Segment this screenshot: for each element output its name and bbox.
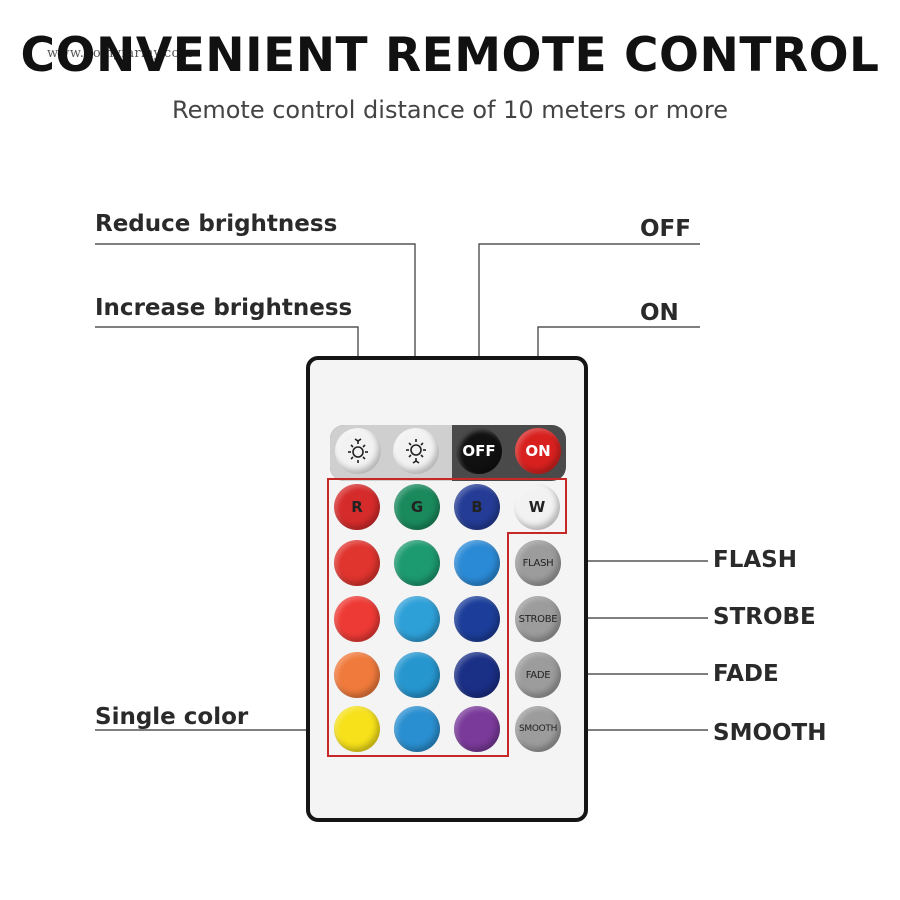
smooth-button-label: SMOOTH (518, 724, 558, 734)
color-button-blue-1[interactable] (454, 540, 500, 586)
on-button-label: ON (525, 442, 551, 460)
color-button-red-2[interactable] (334, 596, 380, 642)
red-button[interactable]: R (334, 484, 380, 530)
label-flash: FLASH (713, 547, 797, 573)
color-button-blue-3[interactable] (454, 652, 500, 698)
color-button-green-2[interactable] (394, 596, 440, 642)
label-single-color: Single color (95, 704, 249, 730)
label-on: ON (640, 300, 679, 326)
white-button-label: W (528, 498, 546, 516)
watermark: www.homyfarmy.com (47, 46, 193, 61)
color-button-blue-4[interactable] (454, 706, 500, 752)
color-button-green-4[interactable] (394, 706, 440, 752)
label-fade: FADE (713, 661, 779, 687)
flash-button-label: FLASH (522, 557, 554, 569)
blue-button[interactable]: B (454, 484, 500, 530)
strobe-button-label: STROBE (518, 613, 558, 625)
label-strobe: STROBE (713, 604, 816, 630)
color-button-red-1[interactable] (334, 540, 380, 586)
color-button-green-1[interactable] (394, 540, 440, 586)
color-button-red-3[interactable] (334, 652, 380, 698)
flash-button[interactable]: FLASH (515, 540, 561, 586)
blue-button-label: B (471, 498, 483, 516)
sun-down-icon (348, 438, 368, 463)
page-title: CONVENIENT REMOTE CONTROL (20, 28, 880, 83)
label-increase-brightness: Increase brightness (95, 295, 353, 321)
red-button-label: R (351, 498, 363, 516)
green-button[interactable]: G (394, 484, 440, 530)
white-button[interactable]: W (514, 484, 560, 530)
page-subtitle: Remote control distance of 10 meters or … (172, 96, 728, 124)
color-button-red-4[interactable] (334, 706, 380, 752)
off-button-label: OFF (462, 442, 496, 460)
on-button[interactable]: ON (515, 428, 561, 474)
off-button[interactable]: OFF (456, 428, 502, 474)
label-smooth: SMOOTH (713, 720, 827, 746)
strobe-button[interactable]: STROBE (515, 596, 561, 642)
green-button-label: G (410, 498, 424, 516)
decrease-brightness-button[interactable] (335, 428, 381, 474)
smooth-button[interactable]: SMOOTH (515, 706, 561, 752)
label-reduce-brightness: Reduce brightness (95, 211, 338, 237)
increase-brightness-button[interactable] (393, 428, 439, 474)
fade-button-label: FADE (525, 669, 551, 681)
color-button-green-3[interactable] (394, 652, 440, 698)
color-button-blue-2[interactable] (454, 596, 500, 642)
label-off: OFF (640, 216, 691, 242)
fade-button[interactable]: FADE (515, 652, 561, 698)
sun-up-icon (406, 439, 426, 464)
